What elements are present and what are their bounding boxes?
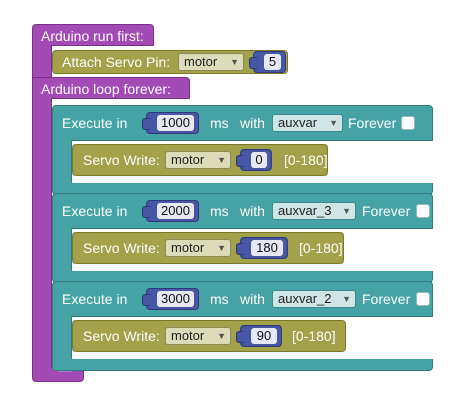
interval-input-2[interactable]: 2000: [142, 200, 199, 222]
servo-dropdown-3[interactable]: motor ▼: [165, 327, 231, 345]
loop-block[interactable]: [32, 77, 190, 99]
forever-label-1: Forever: [348, 115, 397, 131]
attach-servo-label: Attach Servo Pin:: [62, 54, 171, 70]
angle-value-3[interactable]: 90: [251, 328, 277, 344]
pin-value[interactable]: 5: [264, 54, 281, 70]
servo-dropdown[interactable]: motor ▼: [178, 53, 244, 71]
forever-checkbox-3[interactable]: [416, 292, 430, 306]
pin-number-input[interactable]: 5: [249, 51, 286, 73]
dropdown-arrow-icon: ▼: [342, 206, 351, 216]
with-label-1: with: [240, 115, 265, 131]
dropdown-arrow-icon: ▼: [217, 331, 226, 341]
setup-block[interactable]: [32, 24, 154, 46]
interval-value-1[interactable]: 1000: [157, 115, 194, 131]
servo-write-label-2: Servo Write:: [83, 240, 160, 256]
forever-checkbox-2[interactable]: [416, 204, 430, 218]
range-label-3: [0-180]: [292, 328, 336, 344]
interval-plug-2: [142, 206, 150, 218]
execute-label-2: Execute in: [62, 203, 128, 219]
dropdown-arrow-icon: ▼: [217, 243, 226, 253]
loop-block-bottom: [32, 368, 84, 382]
interval-input-3[interactable]: 3000: [142, 288, 199, 310]
angle-plug-3: [236, 331, 244, 343]
var-value-1: auxvar: [278, 115, 318, 130]
var-dropdown-2[interactable]: auxvar_3 ▼: [272, 202, 356, 220]
execute-label-3: Execute in: [62, 291, 128, 307]
interval-input-1[interactable]: 1000: [142, 112, 199, 134]
angle-value-2[interactable]: 180: [251, 240, 283, 256]
range-label-1: [0-180]: [284, 152, 328, 168]
servo-write-label-1: Servo Write:: [83, 152, 160, 168]
angle-input-1[interactable]: 0: [236, 149, 272, 171]
ms-label-1: ms: [210, 115, 229, 131]
forever-label-3: Forever: [362, 291, 411, 307]
servo-value-1: motor: [171, 152, 205, 167]
servo-write-label-3: Servo Write:: [83, 328, 160, 344]
dropdown-arrow-icon: ▼: [342, 294, 351, 304]
execute-block-1[interactable]: [52, 105, 433, 141]
execute-arm-1: [52, 140, 72, 185]
range-label-2: [0-180]: [299, 240, 343, 256]
var-value-3: auxvar_2: [278, 291, 332, 306]
execute-label-1: Execute in: [62, 115, 128, 131]
servo-value-2: motor: [171, 240, 205, 255]
var-dropdown-1[interactable]: auxvar ▼: [272, 114, 343, 132]
with-label-2: with: [240, 203, 265, 219]
execute-arm-3: [52, 316, 72, 361]
angle-input-2[interactable]: 180: [236, 237, 288, 259]
interval-plug-1: [142, 118, 150, 130]
interval-value-3[interactable]: 3000: [157, 291, 194, 307]
loop-label: Arduino loop forever:: [41, 81, 171, 97]
forever-label-2: Forever: [362, 203, 411, 219]
execute-bottom-3: [52, 359, 433, 371]
dropdown-arrow-icon: ▼: [217, 155, 226, 165]
interval-value-2[interactable]: 2000: [157, 203, 194, 219]
angle-plug-2: [236, 243, 244, 255]
var-value-2: auxvar_3: [278, 203, 332, 218]
angle-input-3[interactable]: 90: [236, 325, 282, 347]
interval-plug-3: [142, 294, 150, 306]
execute-block-3[interactable]: [52, 281, 433, 317]
setup-arm: [32, 45, 52, 77]
ms-label-3: ms: [210, 291, 229, 307]
angle-plug-1: [236, 155, 244, 167]
dropdown-arrow-icon: ▼: [329, 118, 338, 128]
pin-plug: [249, 57, 257, 69]
forever-checkbox-1[interactable]: [401, 116, 415, 130]
angle-value-1[interactable]: 0: [251, 152, 267, 168]
servo-dropdown-2[interactable]: motor ▼: [165, 239, 231, 257]
execute-arm-2: [52, 228, 72, 273]
with-label-3: with: [240, 291, 265, 307]
var-dropdown-3[interactable]: auxvar_2 ▼: [272, 290, 356, 308]
servo-dropdown-1[interactable]: motor ▼: [165, 151, 231, 169]
ms-label-2: ms: [210, 203, 229, 219]
loop-arm: [32, 98, 52, 370]
execute-block-2[interactable]: [52, 193, 433, 229]
dropdown-arrow-icon: ▼: [230, 57, 239, 67]
servo-value: motor: [184, 54, 218, 69]
attach-servo-block[interactable]: [52, 50, 288, 74]
setup-label: Arduino run first:: [41, 28, 144, 44]
servo-value-3: motor: [171, 328, 205, 343]
